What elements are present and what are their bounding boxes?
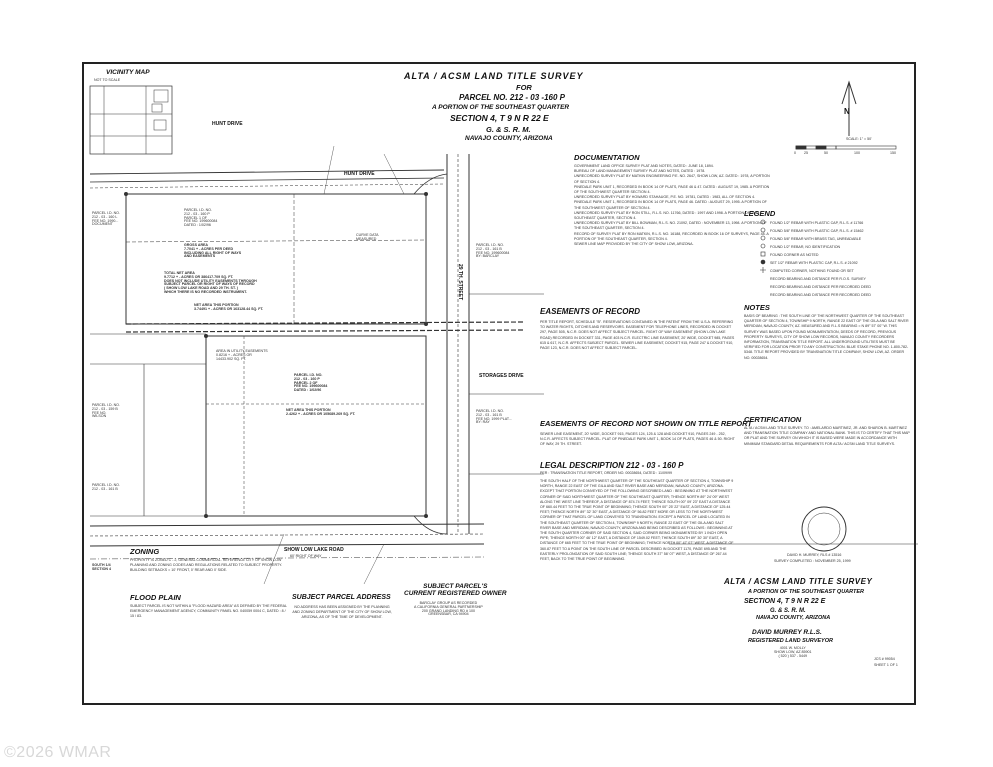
scale-label: SCALE: 1" = 50' xyxy=(846,137,872,141)
legend-list: FOUND 1/2" REBAR WITH PLASTIC CAP, R.L.S… xyxy=(770,219,910,299)
notes-body: BASIS OF BEARING : THE SOUTH LINE OF THE… xyxy=(744,314,909,360)
documentation-item: UNRECORDED SURVEY PLAT BY MATKIN ENGINEE… xyxy=(574,174,770,184)
survey-portion: A PORTION OF THE SOUTHEAST QUARTER xyxy=(432,104,570,111)
survey-title-for: FOR xyxy=(516,83,532,92)
show-low-lake-road-row: 60' RIGHT OF WAY xyxy=(290,554,322,558)
surveyor-name: DAVID MURREY R.L.S. xyxy=(752,629,822,636)
documentation-item: UNRECORDED SURVEY PLAT BY RON STILL, R.L… xyxy=(574,210,759,221)
north-arrow-icon: N xyxy=(844,107,850,116)
net-area-top-label: NET AREA THIS PORTION 3.74491 + - ACRES … xyxy=(194,303,264,311)
legal-description-heading: LEGAL DESCRIPTION 212 - 03 - 160 P xyxy=(540,461,684,470)
legal-description-subheading: PER : TRANSNATION TITLE REPORT, ORDER NO… xyxy=(540,471,673,475)
scale-tick: 25 xyxy=(804,151,808,155)
parcel-left-top-label: PARCEL I.D. NO. 212 - 03 - 160 L FEE NO.… xyxy=(92,211,120,227)
legend-item: RECORD BEARING AND DISTANCE PER RECORDED… xyxy=(770,285,871,289)
zoning-body: PROPERTY IS ZONED C - 2, GENERAL COMMERC… xyxy=(130,558,283,573)
survey-sheet: VICINITY MAP NOT TO SCALE ALTA / ACSM LA… xyxy=(82,62,918,705)
legend-item: RECORD BEARING AND DISTANCE PER RECORDED… xyxy=(770,293,871,297)
parcel-right-mid-label: PARCEL I.D. NO. 212 - 03 - 161 B FEE NO.… xyxy=(476,409,512,425)
legend-item: FOUND 5/8" REBAR WITH PLASTIC CAP, R.L.S… xyxy=(770,229,864,233)
scale-tick: 50 xyxy=(824,151,828,155)
legend-item: SET 1/2" REBAR WITH PLASTIC CAP, R.L.S. … xyxy=(770,261,858,265)
scale-tick: 150 xyxy=(890,151,896,155)
south-quarter-label: SOUTH 1/4 SECTION 4 xyxy=(92,563,111,571)
hunt-drive-label: HUNT DRIVE xyxy=(212,121,243,127)
documentation-item: GOVERNMENT LAND OFFICE SURVEY PLAT AND N… xyxy=(574,164,714,168)
curve-data-label: CURVE DATA MEASURED xyxy=(356,233,379,241)
legend-item: RECORD BEARING AND DISTANCE PER R.O.S. S… xyxy=(770,277,866,281)
hunt-drive-road-label: HUNT DRIVE xyxy=(344,171,375,177)
parcel-left-mid-label: PARCEL I.D. NO. 212 - 03 - 159 B FEE NO.… xyxy=(92,403,120,419)
utility-easement-area-label: AREA IN UTILITY EASEMENTS 0.8216 + - ACR… xyxy=(216,349,268,361)
documentation-item: PINEDALE PARK UNIT 1, RECORDED IN BOOK 1… xyxy=(574,184,770,195)
documentation-heading: DOCUMENTATION xyxy=(574,153,640,162)
parcel-right-top-label: PARCEL I.D. NO. 212 - 03 - 161 B FEE NO.… xyxy=(476,243,510,259)
scale-tick: 100 xyxy=(854,151,860,155)
survey-title: ALTA / ACSM LAND TITLE SURVEY xyxy=(404,71,584,81)
parcel-160p-lower-label: PARCEL I.D. NO. 212 - 03 - 160 P PARCEL … xyxy=(294,373,328,393)
easements-not-shown-heading: EASEMENTS OF RECORD NOT SHOWN ON TITLE R… xyxy=(540,419,752,428)
documentation-list: GOVERNMENT LAND OFFICE SURVEY PLAT AND N… xyxy=(574,164,774,247)
sheet-number: SHEET 1 OF 1 xyxy=(874,663,898,667)
surveyor-address: 4001 W. MOLLY SHOW LOW, AZ 85901 ( 520 )… xyxy=(774,646,812,658)
survey-section: SECTION 4, T 9 N R 22 E xyxy=(450,113,549,123)
title-block-portion: A PORTION OF THE SOUTHEAST QUARTER xyxy=(748,589,865,595)
flood-plain-body: SUBJECT PARCEL IS NOT WITHIN A "FLOOD HA… xyxy=(130,604,287,619)
certification-body: ALTA / ACSM LAND TITLE SURVEY. TO : AMEL… xyxy=(744,426,910,446)
show-low-lake-road-label: SHOW LOW LAKE ROAD xyxy=(284,547,344,553)
title-block-section: SECTION 4, T 9 N R 22 E xyxy=(744,598,826,605)
survey-plat-drawing xyxy=(89,80,918,585)
vicinity-map-note: NOT TO SCALE xyxy=(94,78,121,82)
certification-heading: CERTIFICATION xyxy=(744,415,802,424)
current-owner-heading: SUBJECT PARCEL'S CURRENT REGISTERED OWNE… xyxy=(404,583,507,597)
legend-item: FOUND 1/2" REBAR, NO IDENTIFICATION xyxy=(770,245,841,249)
storages-drive-label: STORAGES DRIVE xyxy=(479,373,524,379)
vicinity-map-title: VICINITY MAP xyxy=(106,69,150,76)
subject-address-body: NO ADDRESS HAS BEEN ASSIGNED BY THE PLAN… xyxy=(292,605,392,620)
easements-body: PER TITLE REPORT, SCHEDULE "B". RESERVAT… xyxy=(540,320,735,351)
documentation-item: BUREAU OF LAND MANAGEMENT SURVEY PLAT AN… xyxy=(574,169,706,174)
legend-item: FOUND CORNER AS NOTED xyxy=(770,253,819,257)
legend-item: FOUND 5/8" REBAR WITH BRASS TAG, UNREADA… xyxy=(770,237,862,241)
legend-item: COMPUTED CORNER, NOTHING FOUND OR SET xyxy=(770,269,854,273)
survey-parcel-number: PARCEL NO. 212 - 03 -160 P xyxy=(459,93,565,102)
survey-county: NAVAJO COUNTY, ARIZONA xyxy=(465,135,553,142)
documentation-item: RECORD OF SURVEY PLAT BY RON MATKIN, R.L… xyxy=(574,231,769,241)
surveyor-seal-name: DAVID H. MURREY, RLS # 13516 xyxy=(787,553,842,557)
easements-not-shown-body: SEWER LINE EASEMENT, 20' WIDE, DOCKET 91… xyxy=(540,432,735,447)
current-owner-body: BARCLAY GROUP AS RECORDED A CALIFORNIA G… xyxy=(414,601,483,617)
job-number: JCS # 99054 xyxy=(874,657,895,661)
street-29th-label: 29 TH. STREET xyxy=(457,264,463,301)
title-block-title: ALTA / ACSM LAND TITLE SURVEY xyxy=(724,577,873,586)
gross-area-label: GROSS AREA 7.7041 + - ACRES PER DEED INC… xyxy=(184,243,242,259)
survey-completed-date: SURVEY COMPLETED : NOVEMBER 25, 1999 xyxy=(774,559,851,563)
documentation-item: SEWER LINE MAP PROVIDED BY THE CITY OF S… xyxy=(574,242,694,247)
documentation-item: PINEDALE PARK UNIT 1, RECORDED IN BOOK 1… xyxy=(574,200,767,210)
watermark: ©2026 WMAR xyxy=(4,744,112,761)
zoning-heading: ZONING xyxy=(130,547,160,556)
documentation-item: UNRECORDED SURVEY PLAT BY HOWARD STAHAUG… xyxy=(574,195,756,200)
easements-heading: EASEMENTS OF RECORD xyxy=(540,307,641,316)
parcel-160p-label: PARCEL I.D. NO. 212 - 03 - 160 P PARCEL … xyxy=(184,208,218,228)
survey-meridian: G. & S. R. M. xyxy=(486,125,531,134)
parcel-left-bottom-label: PARCEL I.D. NO. 212 - 03 - 161 B xyxy=(92,483,120,491)
title-block-county: NAVAJO COUNTY, ARIZONA xyxy=(756,615,831,621)
flood-plain-heading: FLOOD PLAIN xyxy=(130,593,181,602)
total-net-area-label: TOTAL NET AREA 9.7712 + - ACRES OR 38641… xyxy=(164,271,257,294)
notes-heading: NOTES xyxy=(744,303,770,312)
net-area-bottom-label: NET AREA THIS PORTION 2.4262 + - ACRES O… xyxy=(286,408,356,416)
documentation-item: UNRECORDED SURVEY PLAT BY BILL BOWMAN, R… xyxy=(574,221,767,231)
legend-heading: LEGEND xyxy=(744,209,776,218)
title-block-meridian: G. & S. R. M. xyxy=(770,608,806,614)
legal-description-body: THE SOUTH HALF OF THE NORTHWEST QUARTER … xyxy=(540,479,734,562)
scale-tick: 0 xyxy=(794,151,796,155)
subject-address-heading: SUBJECT PARCEL ADDRESS xyxy=(292,594,391,601)
surveyor-title: REGISTERED LAND SURVEYOR xyxy=(748,638,833,644)
legend-item: FOUND 1/2" REBAR WITH PLASTIC CAP, R.L.S… xyxy=(770,221,864,225)
